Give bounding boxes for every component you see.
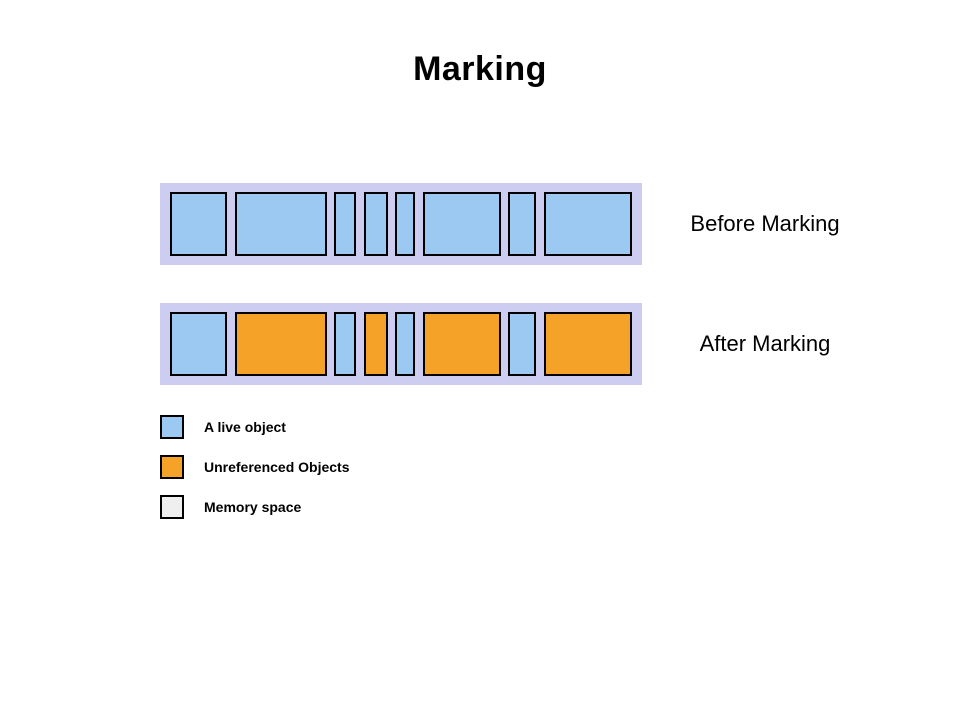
memory-block-unreferenced [234,312,327,376]
memory-block-live [234,192,327,256]
legend-item-unreferenced-objects: Unreferenced Objects [160,454,350,480]
memory-block-live [422,192,501,256]
live-object-label: A live object [204,419,286,435]
memory-strip-after [160,303,642,385]
memory-strip-before [160,183,642,265]
memory-block-live [363,192,388,256]
memory-block-live [395,312,416,376]
memory-block-unreferenced [363,312,388,376]
legend-item-memory-space: Memory space [160,494,350,520]
memory-block-live [508,312,537,376]
memory-block-live [170,312,227,376]
memory-block-unreferenced [543,312,632,376]
unreferenced-objects-swatch [160,455,184,479]
legend-item-live-object: A live object [160,414,350,440]
memory-block-unreferenced [422,312,501,376]
before-marking-label: Before Marking [690,211,840,236]
legend: A live object Unreferenced Objects Memor… [160,414,350,534]
memory-space-label: Memory space [204,499,302,515]
memory-block-live [395,192,416,256]
memory-block-live [334,312,357,376]
after-marking-label: After Marking [699,331,831,356]
memory-space-swatch [160,495,184,519]
memory-block-live [543,192,632,256]
slide-title: Marking [413,50,547,88]
unreferenced-objects-label: Unreferenced Objects [204,459,350,475]
memory-block-live [508,192,537,256]
memory-block-live [334,192,357,256]
live-object-swatch [160,415,184,439]
memory-block-live [170,192,227,256]
